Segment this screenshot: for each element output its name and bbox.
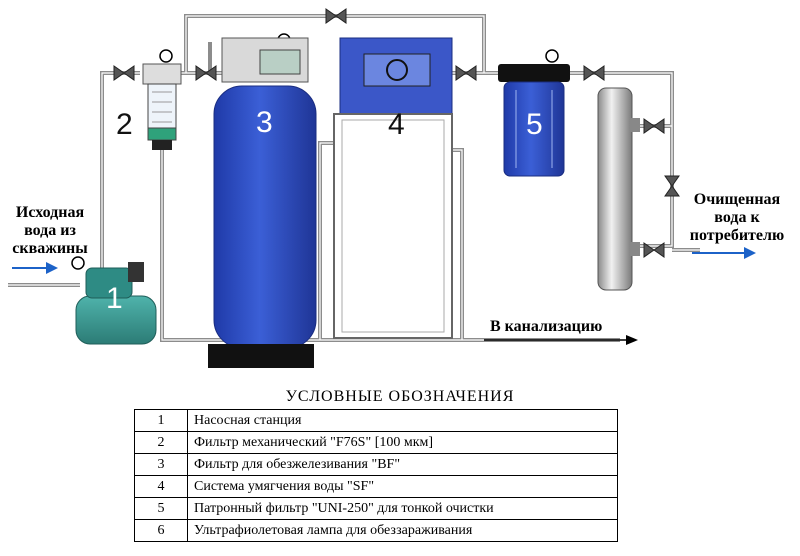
equipment-number-1: 1: [106, 282, 123, 315]
legend-text: Насосная станция: [187, 409, 618, 432]
pressure-gauge-icon: [71, 33, 559, 270]
drain-arrow-icon: [484, 335, 638, 345]
equipment-number-4: 4: [388, 108, 405, 141]
pump-station: [75, 262, 157, 345]
legend-number: 2: [134, 431, 188, 454]
legend-row: 5 Патронный фильтр "UNI-250" для тонкой …: [134, 497, 618, 520]
legend-table: 1 Насосная станция 2 Фильтр механический…: [134, 409, 618, 542]
source-line-2: вода из: [24, 222, 76, 239]
legend-row: 3 Фильтр для обезжелезивания "BF": [134, 453, 618, 476]
legend-row: 1 Насосная станция: [134, 409, 618, 432]
legend-number: 1: [134, 409, 188, 432]
output-line-3: потребителю: [689, 227, 785, 244]
mechanical-filter: [142, 63, 182, 150]
flow-arrow-icon: [12, 247, 756, 274]
source-line-1: Исходная: [15, 204, 85, 221]
source-water-label: Исходная вода из скважины: [4, 204, 96, 258]
legend-text: Ультрафиолетовая лампа для обеззараживан…: [187, 519, 618, 542]
legend-text: Патронный фильтр "UNI-250" для тонкой оч…: [187, 497, 618, 520]
legend-row: 6 Ультрафиолетовая лампа для обеззаражив…: [134, 519, 618, 542]
legend-text: Фильтр механический "F76S" [100 мкм]: [187, 431, 618, 454]
legend-row: 2 Фильтр механический "F76S" [100 мкм]: [134, 431, 618, 454]
iron-removal-tank: [208, 37, 317, 368]
equipment-number-3: 3: [256, 106, 273, 139]
water-treatment-diagram: [8, 8, 756, 368]
legend-text: Фильтр для обезжелезивания "BF": [187, 453, 618, 476]
legend-number: 3: [134, 453, 188, 476]
legend-text: Система умягчения воды "SF": [187, 475, 618, 498]
drain-label: В канализацию: [490, 318, 603, 335]
softening-system: [333, 37, 453, 339]
equipment-number-2: 2: [116, 108, 133, 141]
equipment-number-5: 5: [526, 108, 543, 141]
legend-number: 5: [134, 497, 188, 520]
uv-lamp: [597, 87, 640, 291]
output-line-1: Очищенная: [693, 191, 781, 208]
output-water-label: Очищенная вода к потребителю: [680, 191, 794, 245]
legend-number: 6: [134, 519, 188, 542]
cartridge-filter: [498, 64, 570, 177]
legend-title: УСЛОВНЫЕ ОБОЗНАЧЕНИЯ: [285, 388, 515, 405]
valve: [113, 8, 680, 258]
legend-row: 4 Система умягчения воды "SF": [134, 475, 618, 498]
source-line-3: скважины: [12, 240, 88, 257]
legend-number: 4: [134, 475, 188, 498]
output-line-2: вода к: [714, 209, 760, 226]
